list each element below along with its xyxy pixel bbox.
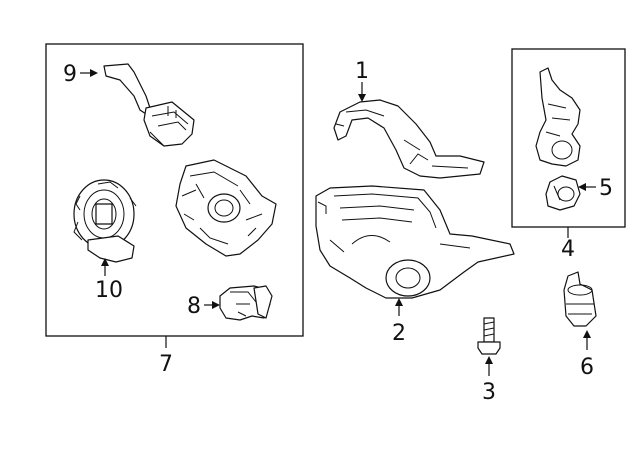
- lock-component-part-5: [545, 175, 581, 211]
- callout-7: 7: [159, 352, 173, 377]
- group-box-7: [45, 43, 304, 337]
- callout-2: 2: [392, 321, 406, 346]
- clockspring-part-10: [73, 179, 137, 263]
- screw-part-3: [477, 317, 501, 355]
- callout-1: 1: [355, 59, 369, 84]
- lock-assembly-part-4: [535, 67, 581, 167]
- upper-shroud-part-1: [333, 99, 485, 179]
- leader-lines: [80, 69, 596, 376]
- callout-5: 5: [599, 176, 613, 201]
- callout-9: 9: [63, 62, 77, 87]
- lower-shroud-part-2: [315, 185, 515, 299]
- callout-8: 8: [187, 294, 201, 319]
- callout-10: 10: [95, 278, 123, 303]
- callout-3: 3: [482, 380, 496, 405]
- lever-switch-part-9: [103, 63, 195, 147]
- callout-6: 6: [580, 355, 594, 380]
- callout-4: 4: [561, 237, 575, 262]
- switch-part-8: [219, 285, 273, 321]
- switch-housing-part-7: [175, 159, 277, 257]
- lock-cylinder-part-6: [563, 271, 597, 327]
